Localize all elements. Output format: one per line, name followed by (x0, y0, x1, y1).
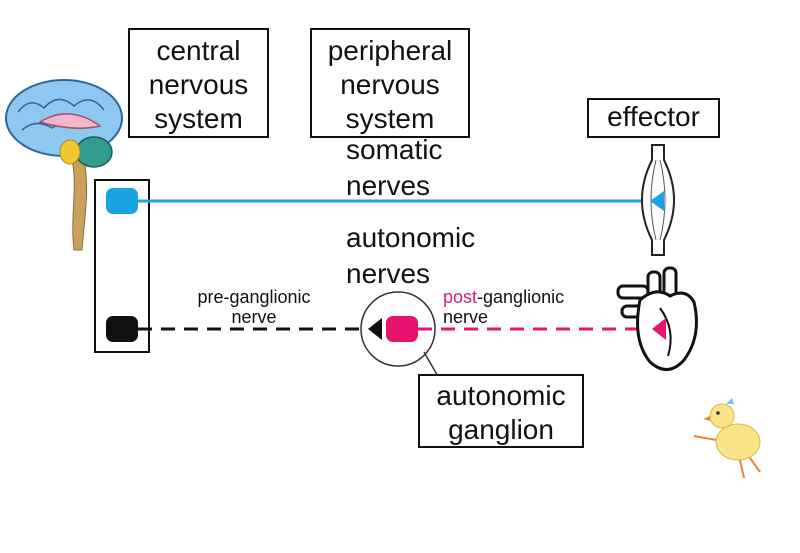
post-second-line: nerve (443, 307, 489, 327)
effector-label-box: effector (587, 98, 720, 138)
postganglionic-neuron-body (386, 316, 418, 342)
post-suffix: -ganglionic (477, 287, 565, 307)
preganglionic-terminal (368, 318, 382, 340)
somatic-nerves-label: somatic nerves (346, 134, 443, 201)
ganglion-label-box: autonomic ganglion (418, 374, 584, 448)
postganglionic-terminal (652, 318, 666, 340)
cns-label: central nervous system (148, 35, 249, 134)
somatic-nerve-terminal (650, 191, 664, 211)
brain-icon (5, 79, 123, 251)
preganglionic-label: pre-ganglionic nerve (197, 287, 311, 327)
ganglion-label: autonomic ganglion (436, 380, 566, 445)
pns-label-box: peripheral nervous system (310, 28, 470, 138)
chick-icon (693, 398, 761, 479)
post-prefix: post (443, 287, 478, 307)
pns-label: peripheral nervous system (327, 35, 453, 134)
effector-label: effector (607, 101, 700, 132)
somatic-neuron-body (106, 188, 138, 214)
preganglionic-neuron-body (106, 316, 138, 342)
heart-icon (616, 266, 698, 371)
cns-label-box: central nervous system (128, 28, 269, 138)
postganglionic-label: post-ganglionic nerve (443, 287, 564, 327)
autonomic-nerves-label: autonomic nerves (346, 222, 476, 289)
